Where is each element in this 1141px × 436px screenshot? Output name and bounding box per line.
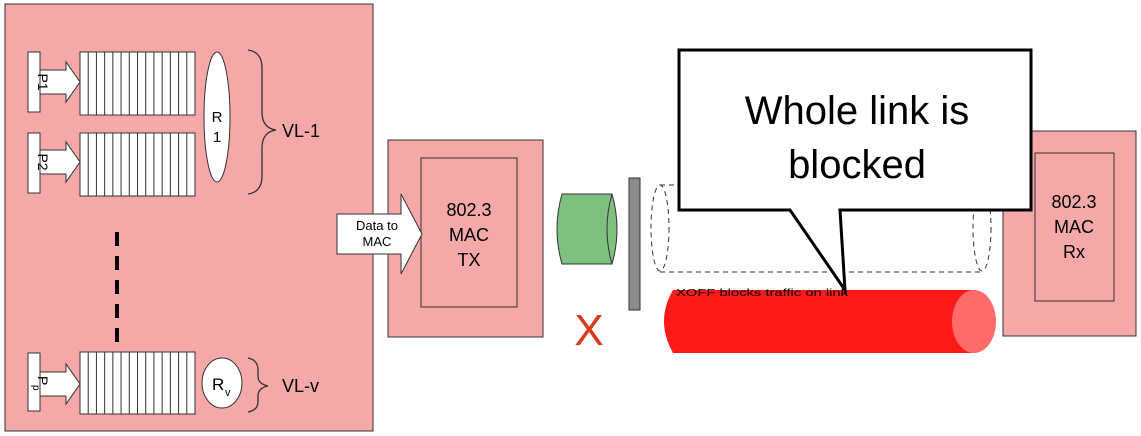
- rate-label-rv-main: R: [212, 375, 224, 394]
- blocked-link-cylinder: [664, 290, 996, 353]
- callout-line1: Whole link is: [745, 89, 970, 133]
- blocked-x-mark: X: [574, 306, 603, 355]
- tx-mac-line3: TX: [457, 250, 480, 270]
- data-arrow-line1: Data to: [356, 218, 398, 233]
- priority-label-p2: P2: [35, 153, 51, 170]
- link-note: XOFF blocks traffic on link: [676, 288, 849, 299]
- rate-label-r1-main: R: [212, 109, 223, 126]
- priority-label-pp-sub: p: [30, 385, 41, 391]
- data-arrow-line2: MAC: [363, 234, 392, 249]
- queue-buffer-2: [80, 133, 195, 196]
- rx-mac-line1: 802.3: [1051, 192, 1096, 212]
- rate-label-rv-sub: v: [225, 387, 231, 399]
- queue-buffer-p: [80, 352, 195, 414]
- queue-buffer-1: [80, 52, 195, 115]
- block-bar: [629, 178, 640, 310]
- priority-label-p1: P1: [35, 73, 51, 90]
- rate-label-r1-sub: 1: [213, 129, 221, 146]
- rx-mac-line3: Rx: [1063, 242, 1085, 262]
- priority-label-pp-main: P: [35, 376, 51, 385]
- callout-line2: blocked: [788, 143, 926, 187]
- rx-mac-line2: MAC: [1054, 217, 1094, 237]
- pause-frame-cylinder: [557, 194, 617, 264]
- tx-mac-line1: 802.3: [446, 200, 491, 220]
- vl-label-v: VL-v: [282, 376, 319, 396]
- vl-label-1: VL-1: [282, 121, 320, 141]
- tx-mac-line2: MAC: [449, 225, 489, 245]
